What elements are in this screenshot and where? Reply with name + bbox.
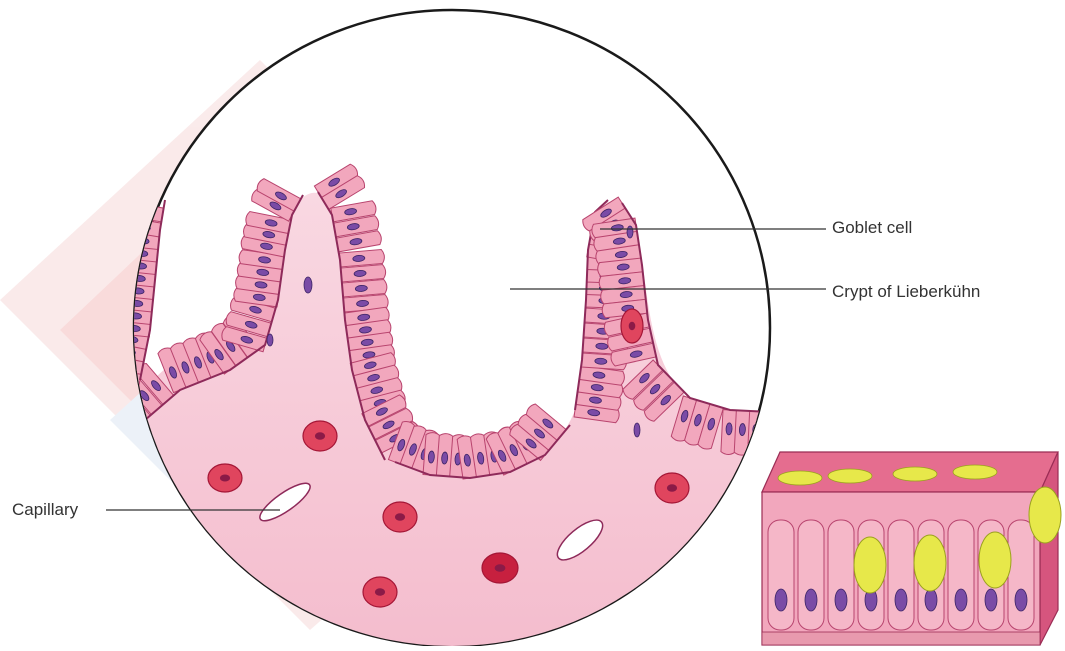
goblet-mucus-top	[778, 471, 822, 485]
goblet-mucus	[979, 532, 1011, 588]
rbc-center	[395, 513, 405, 521]
rbc-center	[375, 588, 385, 596]
cell-nucleus	[985, 589, 997, 611]
rbc-center	[220, 475, 230, 482]
cell-nucleus	[835, 589, 847, 611]
rbc-center	[315, 432, 325, 440]
columnar-cell	[828, 520, 854, 630]
columnar-cell	[888, 520, 914, 630]
columnar-cell	[1008, 520, 1034, 630]
crypt-label: Crypt of Lieberkühn	[832, 282, 980, 302]
cell-nucleus	[805, 589, 817, 611]
goblet-mucus-top	[953, 465, 997, 479]
goblet-mucus	[914, 535, 946, 591]
epithelium-block-inset	[762, 452, 1061, 645]
goblet-mucus-top	[893, 467, 937, 481]
columnar-cell	[798, 520, 824, 630]
columnar-cell	[768, 520, 794, 630]
rbc-center	[629, 322, 636, 331]
rbc-center	[667, 484, 677, 492]
cell-nucleus	[739, 423, 746, 435]
cell-nucleus	[726, 423, 733, 435]
rbc-center	[495, 564, 506, 572]
goblet-mucus-top	[828, 469, 872, 483]
cell-nucleus	[925, 589, 937, 611]
goblet-cell-label: Goblet cell	[832, 218, 912, 238]
basal-layer	[762, 632, 1040, 645]
cell-nucleus	[955, 589, 967, 611]
cell-nucleus	[1015, 589, 1027, 611]
cell-nucleus	[895, 589, 907, 611]
columnar-cell	[948, 520, 974, 630]
epithelial-cell	[748, 411, 764, 456]
capillary-label: Capillary	[12, 500, 78, 520]
goblet-mucus	[854, 537, 886, 593]
cell-nucleus	[775, 589, 787, 611]
fibroblast-nucleus	[627, 226, 633, 238]
fibroblast-nucleus	[634, 423, 640, 437]
magnified-section	[103, 10, 780, 646]
fibroblast-nucleus	[304, 277, 312, 293]
fibroblast-nucleus	[267, 334, 273, 346]
goblet-mucus	[1029, 487, 1061, 543]
